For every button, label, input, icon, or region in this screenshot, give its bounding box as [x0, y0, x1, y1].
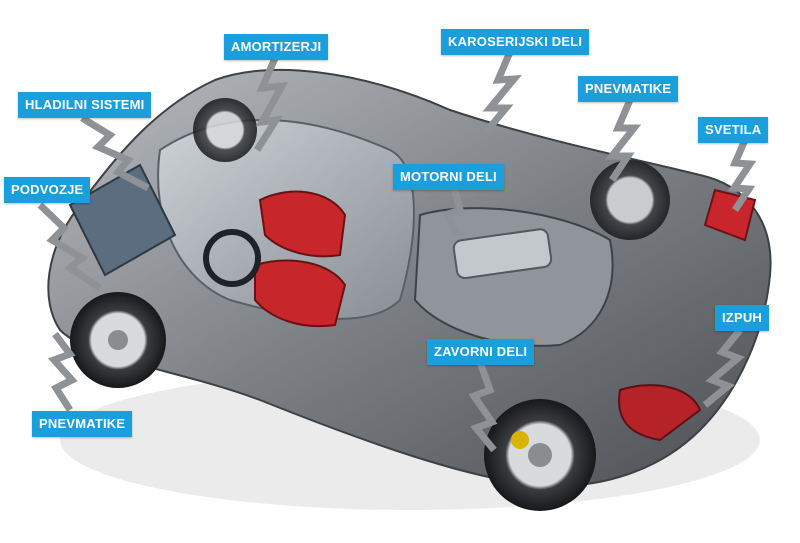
connector-pnevmatike-rear [47, 331, 78, 412]
connector-podvozje [37, 202, 102, 291]
steering-wheel [203, 229, 261, 287]
label-pnevmatike-front: PNEVMATIKE [578, 76, 679, 102]
label-izpuh: IZPUH [715, 305, 769, 331]
connector-hladilni-sistemi [80, 115, 150, 192]
upper-rear-wheel [590, 160, 670, 240]
label-karoserijski-deli: KAROSERIJSKI DELI [441, 29, 590, 55]
connector-karoserijski-deli [482, 50, 522, 135]
label-zavorni-deli: ZAVORNI DELI [427, 339, 535, 365]
front-wheel-hub [108, 330, 128, 350]
radiator [68, 163, 177, 277]
connector-pnevmatike-front [604, 98, 642, 182]
label-podvozje: PODVOZJE [4, 177, 91, 203]
rear-brake-caliper [511, 431, 529, 449]
label-amortizerji: AMORTIZERJI [224, 34, 329, 60]
connector-amortizerji [254, 54, 289, 152]
taillight-lower [618, 384, 702, 442]
label-motorni-deli: MOTORNI DELI [393, 164, 504, 190]
connector-svetila [727, 138, 757, 212]
seat-left [258, 190, 347, 258]
seat-right [254, 259, 347, 328]
label-hladilni-sistemi: HLADILNI SISTEMI [18, 92, 152, 118]
connector-motorni-deli [443, 189, 465, 237]
label-svetila: SVETILA [698, 117, 769, 143]
upper-front-wheel [193, 98, 257, 162]
engine-cover [452, 228, 553, 280]
connector-zavorni-deli [468, 360, 498, 453]
label-pnevmatike-rear: PNEVMATIKE [32, 411, 133, 437]
connector-izpuh [702, 327, 745, 408]
rear-wheel-hub [528, 443, 552, 467]
